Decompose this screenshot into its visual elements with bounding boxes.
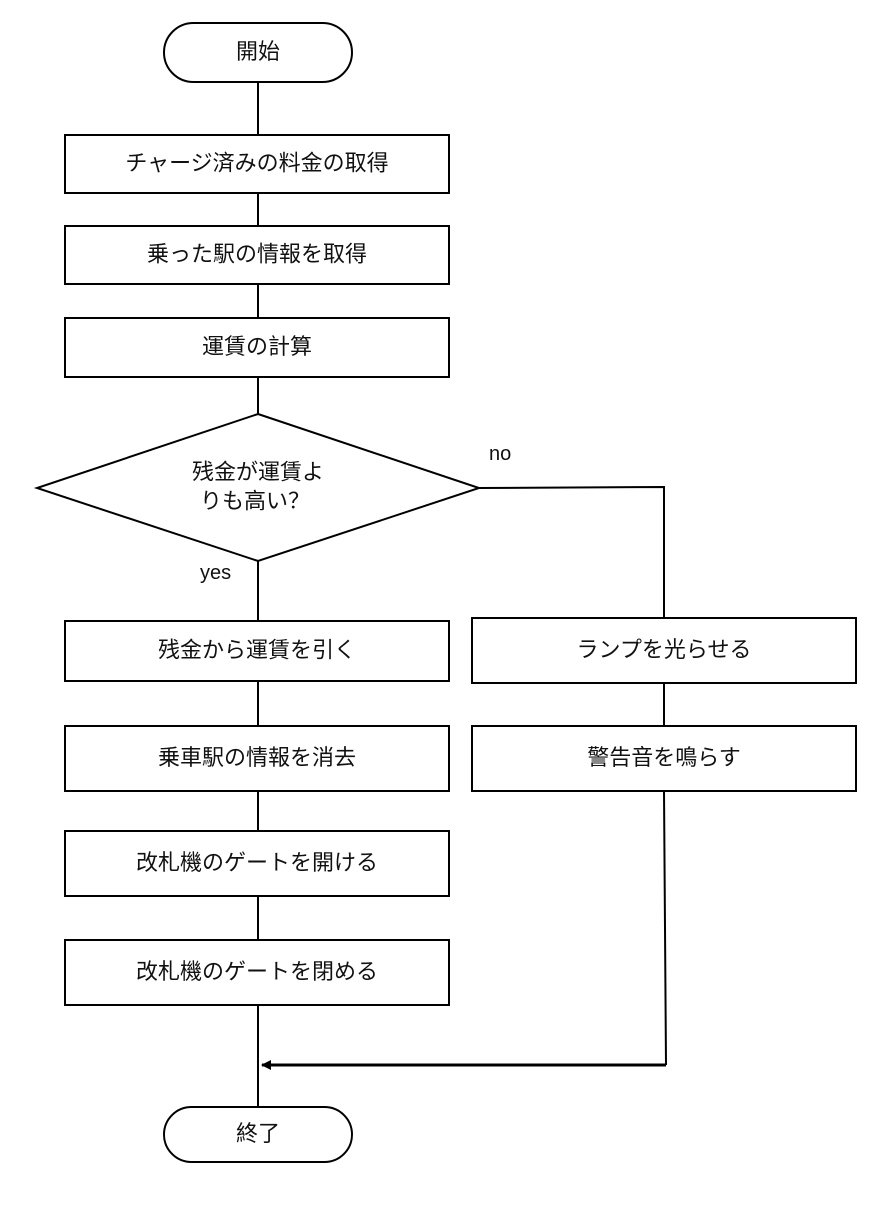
connector-decision-no-path: [478, 485, 665, 618]
process-close-gate-label: 改札機のゲートを閉める: [136, 960, 378, 985]
process-sound-alarm: 警告音を鳴らす: [471, 725, 857, 792]
start-terminator: 開始: [163, 22, 353, 83]
end-terminator: 終了: [163, 1106, 353, 1163]
process-clear-station: 乗車駅の情報を消去: [64, 725, 450, 792]
process-open-gate-label: 改札機のゲートを開ける: [136, 851, 378, 876]
process-get-boarding-station-label: 乗った駅の情報を取得: [147, 243, 367, 268]
process-get-balance-label: チャージ済みの料金の取得: [125, 152, 388, 177]
process-calculate-fare: 運賃の計算: [64, 317, 450, 378]
connector-alarm-down: [663, 790, 667, 1066]
end-label: 終了: [236, 1122, 280, 1147]
process-flash-lamp: ランプを光らせる: [471, 617, 857, 684]
edge-label-yes: yes: [200, 562, 231, 584]
decision-balance-check: 残金が運賃よ りも高い？: [33, 412, 483, 563]
process-get-boarding-station: 乗った駅の情報を取得: [64, 225, 450, 285]
decision-label-line2: りも高い？: [200, 490, 310, 515]
decision-label-line1: 残金が運賃よ: [192, 461, 324, 486]
start-label: 開始: [236, 40, 280, 65]
process-get-balance: チャージ済みの料金の取得: [64, 134, 450, 194]
process-open-gate: 改札機のゲートを開ける: [64, 830, 450, 897]
process-deduct-fare-label: 残金から運賃を引く: [158, 639, 356, 664]
process-close-gate: 改札機のゲートを閉める: [64, 939, 450, 1006]
process-sound-alarm-label: 警告音を鳴らす: [587, 746, 741, 771]
process-clear-station-label: 乗車駅の情報を消去: [158, 746, 356, 771]
process-deduct-fare: 残金から運賃を引く: [64, 620, 450, 682]
edge-label-no: no: [489, 443, 511, 465]
process-flash-lamp-label: ランプを光らせる: [577, 638, 752, 663]
process-calculate-fare-label: 運賃の計算: [202, 335, 312, 360]
